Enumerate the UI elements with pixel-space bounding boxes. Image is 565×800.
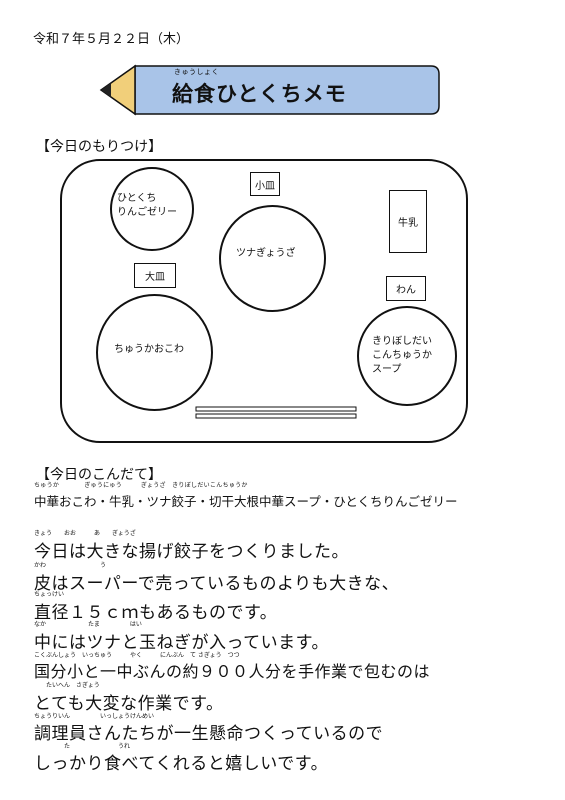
small-plate-food: ツナぎょうざ	[236, 248, 296, 259]
date-line: 令和７年５月２２日（木）	[33, 32, 190, 47]
chopsticks	[195, 406, 357, 419]
jelly-label-1: ひとくち	[117, 193, 157, 204]
body-ruby-1: きょう おお あ ぎょうざ	[34, 530, 136, 537]
body-line-7: 調理員さんたちが一生懸命つくっているので	[34, 724, 384, 744]
body-line-2: 皮はスーパーで売っているものよりも大きな、	[34, 574, 400, 594]
body-line-4: 中にはツナと玉ねぎが入っています。	[34, 633, 329, 653]
body-line-5: 国分小と一中ぶんの約９００人分を手作業で包むのは	[34, 662, 431, 681]
jelly-label-2: りんごゼリー	[117, 207, 177, 218]
small-plate	[219, 205, 326, 312]
small-plate-label: 小皿	[250, 172, 280, 196]
pencil-tip	[99, 64, 136, 116]
body-ruby-8: た うれ	[34, 743, 131, 750]
bowl-food-1: きりぼしだい	[372, 336, 432, 347]
jelly-plate	[110, 167, 194, 251]
pencil-lead	[101, 83, 111, 97]
soup-bowl	[357, 306, 457, 406]
tray-diagram	[60, 159, 468, 443]
chopstick-1	[195, 406, 357, 412]
body-line-8: しっかり食べてくれると嬉しいです。	[34, 754, 329, 774]
body-ruby-3: ちょっけい	[34, 591, 65, 598]
milk-carton: 牛乳	[389, 190, 427, 253]
pencil-banner	[99, 64, 440, 116]
body-ruby-4: なか たま はい	[34, 621, 142, 628]
menu-heading: 【今日のこんだて】	[36, 467, 162, 483]
body-ruby-6: たいへん さぎょう	[34, 682, 100, 689]
bowl-label: わん	[386, 276, 426, 301]
page-title: 給食ひとくちメモ	[172, 82, 347, 106]
body-ruby-7: ちょうりいん いっしょうけんめい	[34, 713, 155, 720]
bowl-food-2: こんちゅうか	[372, 350, 432, 361]
menu-text: 中華おこわ・牛乳・ツナ餃子・切干大根中華スープ・ひとくちりんごゼリー	[34, 494, 458, 509]
large-plate-label: 大皿	[134, 263, 176, 288]
chopstick-2	[195, 413, 357, 419]
body-line-1: 今日は大きな揚げ餃子をつくりました。	[34, 542, 349, 562]
bowl-food-3: スープ	[372, 364, 402, 375]
large-plate-food: ちゅうかおこわ	[114, 344, 184, 355]
body-line-3: 直径１５ｃｍもあるものです。	[34, 603, 278, 623]
body-line-6: とても大変な作業です。	[34, 694, 224, 714]
title-ruby: きゅうしょく	[174, 68, 219, 76]
pencil-body	[134, 65, 440, 115]
large-plate	[96, 294, 213, 411]
body-ruby-5: こくぶんしょう いっちゅう やく にんぶん て さぎょう つつ	[34, 652, 240, 659]
tray-heading: 【今日のもりつけ】	[36, 139, 163, 155]
menu-ruby: ちゅうか ぎゅうにゅう ぎょうざ きりぼしだいこんちゅうか	[34, 482, 248, 489]
body-ruby-2: かわ う	[34, 562, 107, 569]
